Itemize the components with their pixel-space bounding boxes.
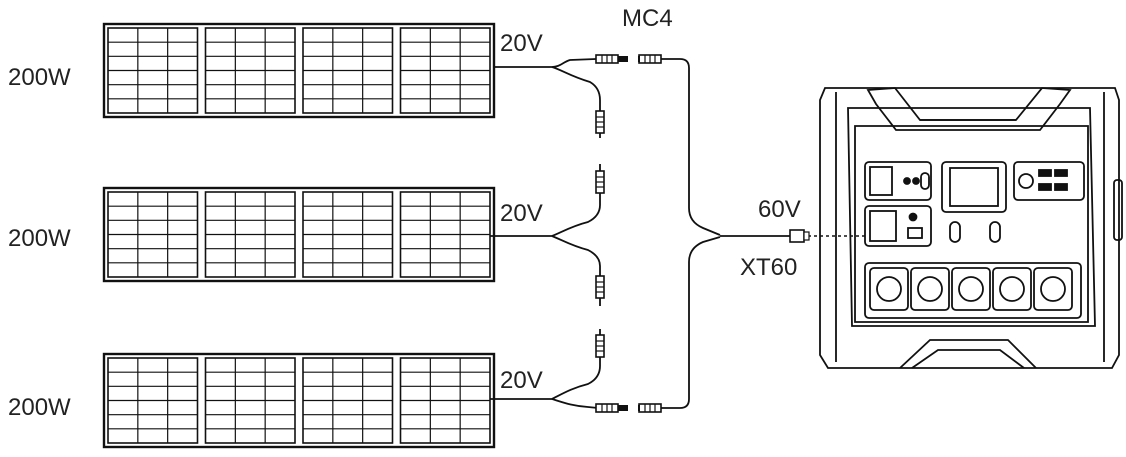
panel-3-power-label: 200W <box>8 394 71 421</box>
panel-3-voltage-label: 20V <box>500 367 543 394</box>
power-station <box>819 87 1123 369</box>
xt60-label: XT60 <box>740 254 798 281</box>
mc4-label: MC4 <box>622 5 673 32</box>
panel-2-voltage-label: 20V <box>500 200 543 227</box>
solar-panel <box>102 22 496 119</box>
solar-panel <box>102 186 496 283</box>
solar-panels <box>102 22 496 449</box>
panel-1-power-label: 200W <box>8 64 71 91</box>
xt60-plug <box>789 229 810 243</box>
panel-1-voltage-label: 20V <box>500 30 543 57</box>
panel-2-power-label: 200W <box>8 225 71 252</box>
cabling <box>490 58 866 409</box>
output-voltage-label: 60V <box>758 196 801 223</box>
mc4-connectors <box>595 54 662 413</box>
solar-panel <box>102 352 496 449</box>
